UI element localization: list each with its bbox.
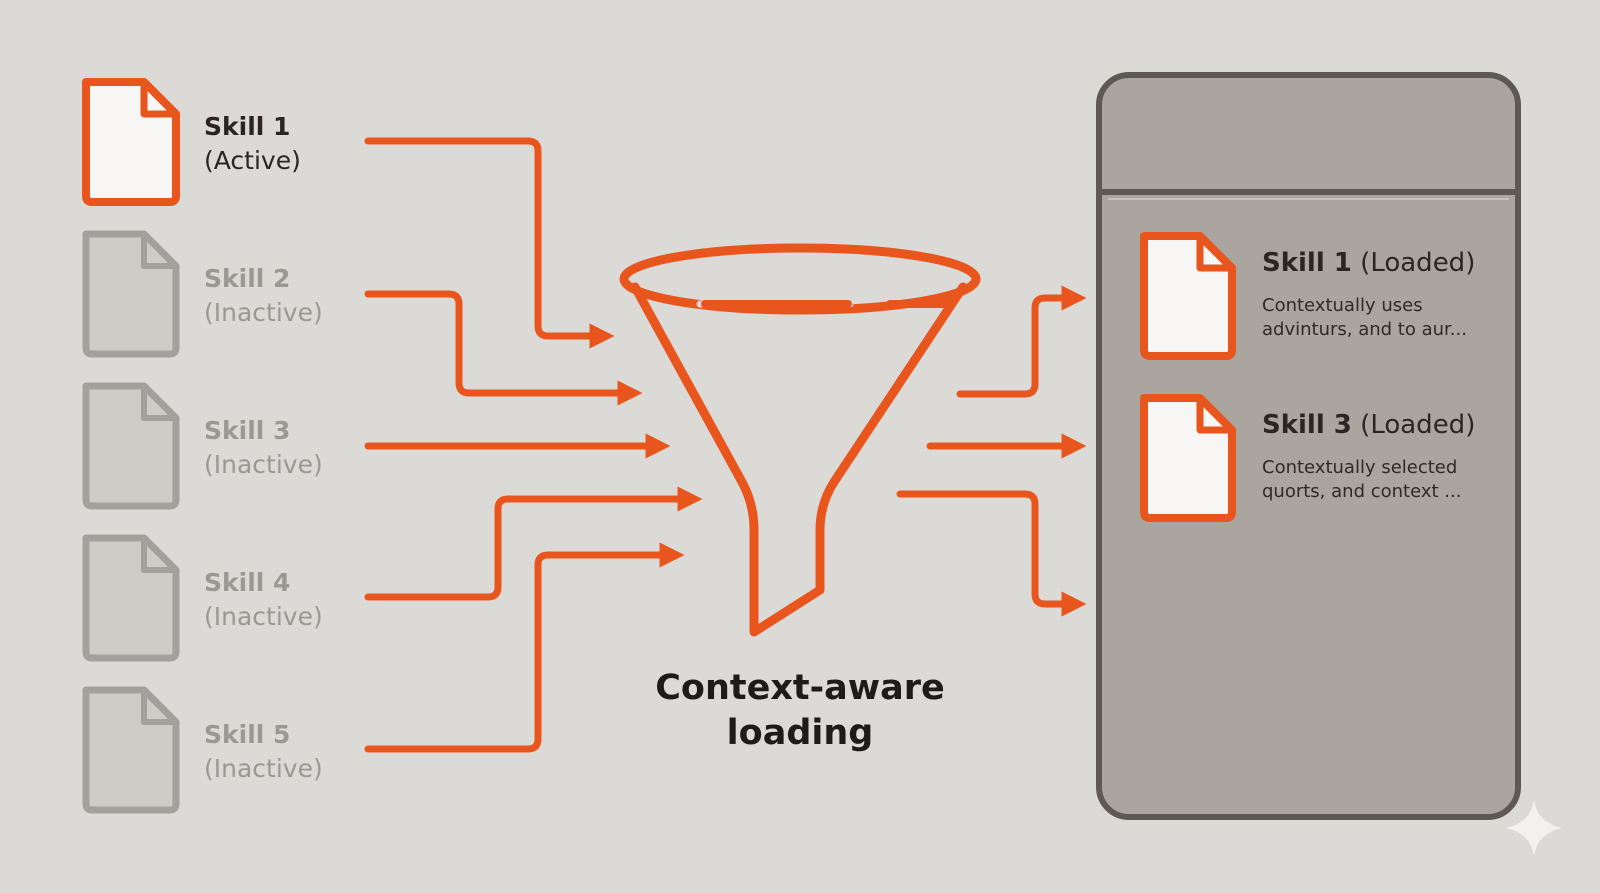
loaded-skill-3-title: Skill 3 (Loaded) [1262, 410, 1475, 440]
skill-1-document-icon [82, 78, 180, 206]
skill-2-name: Skill 2 [204, 264, 291, 293]
loaded-skill-1-name: Skill 1 [1262, 248, 1352, 278]
loaded-skill-1-desc-line2: advinturs, and to aur... [1262, 319, 1467, 340]
skill-3-status: (Inactive) [204, 450, 323, 479]
loaded-skill-3-status: (Loaded) [1360, 410, 1476, 440]
skill-4-name: Skill 4 [204, 568, 291, 597]
skill-3-document-icon [82, 382, 180, 510]
funnel-caption-line1: Context-aware [655, 668, 945, 708]
skill-2-document-icon [82, 230, 180, 358]
loaded-skill-3-name: Skill 3 [1262, 410, 1352, 440]
loaded-skill-3-desc-line1: Contextually selected [1262, 457, 1458, 478]
output-arrow-3 [896, 490, 1087, 617]
input-arrow-1 [364, 137, 615, 349]
loaded-skill-3-desc-line2: quorts, and context ... [1262, 481, 1462, 502]
skill-2-label: Skill 2 (Inactive) [204, 262, 323, 330]
input-arrow-2 [364, 290, 643, 406]
skill-5-label: Skill 5 (Inactive) [204, 718, 323, 786]
skill-3-name: Skill 3 [204, 416, 291, 445]
loaded-skill-1-desc-line1: Contextually uses [1262, 295, 1423, 316]
skill-4-label: Skill 4 (Inactive) [204, 566, 323, 634]
output-arrow-1 [956, 285, 1087, 398]
skill-5-document-icon [82, 686, 180, 814]
skill-5-status: (Inactive) [204, 754, 323, 783]
skill-1-status: (Active) [204, 146, 301, 175]
input-arrow-5 [364, 542, 685, 753]
skill-1-label: Skill 1 (Active) [204, 110, 301, 178]
sparkle-icon [1506, 800, 1562, 856]
input-arrow-4 [364, 486, 703, 601]
loaded-skill-1-document-icon [1140, 232, 1236, 360]
skill-2-status: (Inactive) [204, 298, 323, 327]
loaded-skill-1-title: Skill 1 (Loaded) [1262, 248, 1475, 278]
skill-3-label: Skill 3 (Inactive) [204, 414, 323, 482]
skill-1-name: Skill 1 [204, 112, 291, 141]
loaded-skill-3-desc: Contextually selected quorts, and contex… [1262, 456, 1492, 504]
loaded-skill-1-desc: Contextually uses advinturs, and to aur.… [1262, 294, 1492, 342]
skill-4-document-icon [82, 534, 180, 662]
skill-5-name: Skill 5 [204, 720, 291, 749]
loaded-skill-3-document-icon [1140, 394, 1236, 522]
skill-4-status: (Inactive) [204, 602, 323, 631]
loaded-skill-1-status: (Loaded) [1360, 248, 1476, 278]
funnel-icon [619, 243, 981, 637]
funnel-caption: Context-aware loading [600, 666, 1000, 756]
funnel-caption-line2: loading [726, 713, 874, 753]
